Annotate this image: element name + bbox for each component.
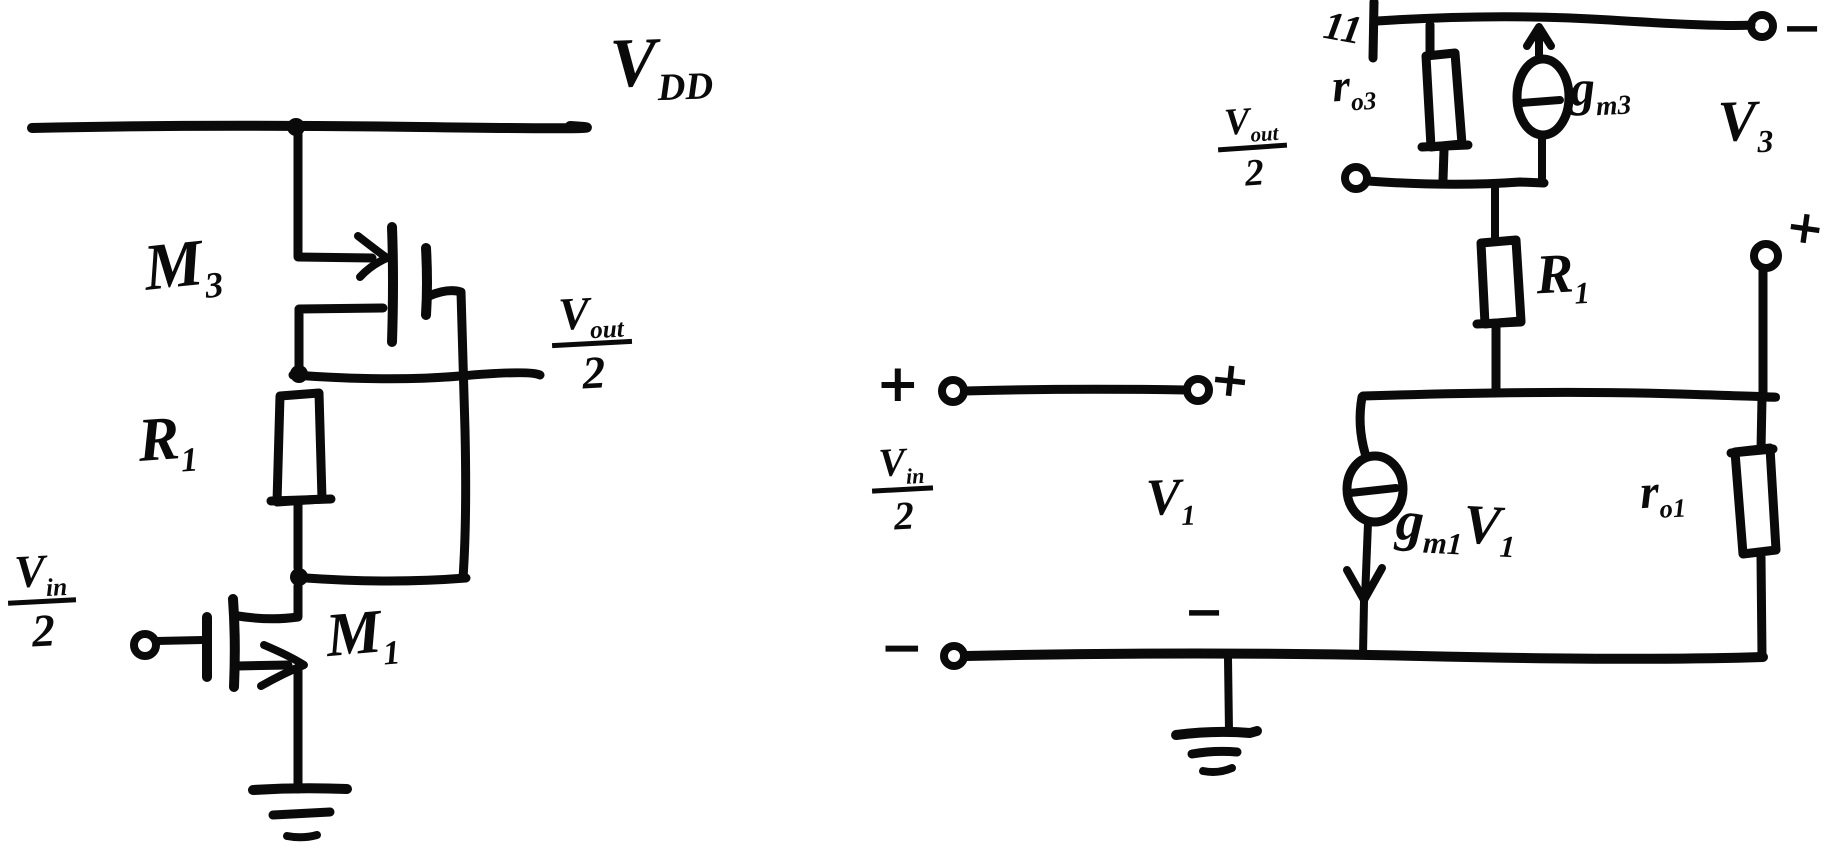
bottom-rail-wire: [961, 648, 1768, 664]
top-rail-wire: [1372, 12, 1756, 30]
vin-terminal-circle: [130, 630, 160, 660]
source-circle: [1342, 451, 1408, 527]
vout-terminal-circle: [1341, 163, 1371, 193]
resistor-ro3: [1417, 48, 1473, 152]
vdd-label: VDD: [608, 24, 714, 110]
ro1-label: ro1: [1638, 465, 1687, 524]
ground-stem: [1224, 654, 1233, 736]
ground-symbol-right: [1171, 654, 1262, 776]
ro1-top-wire: [1756, 393, 1767, 455]
right-circuit: [938, 0, 1782, 776]
resistor-bottom-tick: [266, 494, 336, 506]
tick-marks-label: 11: [1320, 2, 1366, 53]
m3-drain-wire: [424, 286, 471, 583]
m3-source-wire: [293, 127, 377, 263]
ground-bar-2: [268, 807, 335, 820]
resistor-body: [1730, 443, 1781, 559]
resistor-ro1: [1726, 443, 1781, 559]
ground-bar-1: [1171, 726, 1262, 740]
bottom-stem: [1359, 597, 1368, 659]
resistor-r1-left: [266, 388, 336, 507]
source-bar: [1346, 484, 1400, 497]
m1-gate-wire: [152, 636, 207, 645]
v3-minus-sign: −: [1782, 0, 1823, 56]
gm3-label: gm3: [1568, 59, 1632, 122]
input-minus-terminal-circle: [940, 642, 968, 670]
m1-source-arrow: [257, 641, 308, 690]
gate-plus-terminal-circle: [1183, 375, 1213, 405]
v3-label: V3: [1716, 87, 1774, 160]
source-bar: [1517, 96, 1564, 107]
resistor-bottom-tick: [1472, 317, 1526, 329]
vout-label-right: Vout 2: [1214, 99, 1290, 195]
m1-channel-bar: [228, 594, 240, 692]
ro3-label: ro3: [1330, 59, 1378, 117]
v1-label: V1: [1145, 468, 1197, 533]
resistor-body: [1476, 235, 1526, 329]
ground-symbol-left: [248, 783, 352, 842]
ground-bar-3: [283, 831, 321, 842]
drain-node-wire: [301, 573, 471, 586]
input-plus-sign-inner: +: [1207, 350, 1254, 410]
vout-node-wire: [1363, 176, 1549, 189]
v3-plus-sign: +: [1782, 197, 1826, 257]
resistor-r1-right: [1472, 235, 1526, 329]
ground-bar-3: [1199, 764, 1236, 776]
r1-label-right: R1: [1534, 242, 1591, 311]
m1-label: M1: [323, 597, 402, 673]
m3-gate-wire: [294, 303, 388, 373]
ro1-bottom-wire: [1756, 552, 1767, 661]
resistor-body: [272, 388, 327, 507]
v3-minus-terminal-circle: [1747, 11, 1777, 41]
m3-source-arrow: [354, 232, 391, 281]
loop-top-wire: [1358, 387, 1780, 402]
vout-node-wire: [288, 368, 545, 384]
rail-start-stroke: [1368, 0, 1379, 63]
m1-drain-wire: [233, 581, 303, 624]
gm1v1-label: gm1V1: [1394, 489, 1516, 565]
arrow-shaft: [1361, 519, 1372, 602]
input-port-wire: [960, 384, 1191, 396]
current-source-gm1v1: [1342, 392, 1408, 659]
arrow-head-up: [1523, 23, 1555, 50]
input-minus-sign-outer: −: [880, 618, 924, 678]
m1-source-wire: [232, 660, 293, 671]
v3-plus-terminal-circle: [1750, 240, 1782, 272]
ground-bar-1: [248, 783, 352, 795]
ro3-bottom-wire: [1438, 145, 1449, 185]
input-plus-sign-outer: +: [876, 354, 920, 414]
ground-bar-2: [1187, 746, 1242, 759]
top-stem: [1355, 392, 1370, 458]
v1-minus-sign: −: [1184, 584, 1225, 640]
m3-channel-bar: [421, 243, 432, 320]
m3-label: M3: [140, 226, 226, 306]
resistor-body: [1421, 48, 1467, 152]
vin-label-left: Vin 2: [5, 545, 78, 657]
current-source-gm3: [1512, 23, 1574, 182]
resistor-top-tick: [1726, 444, 1778, 458]
vdd-rail-wire: [27, 120, 592, 134]
left-circuit: [27, 118, 592, 842]
m3-gate-bar: [387, 222, 398, 347]
vin-label-right: Vin 2: [869, 439, 936, 538]
r1-label-left: R1: [135, 404, 200, 480]
vout-label-left: Vout 2: [549, 287, 635, 399]
